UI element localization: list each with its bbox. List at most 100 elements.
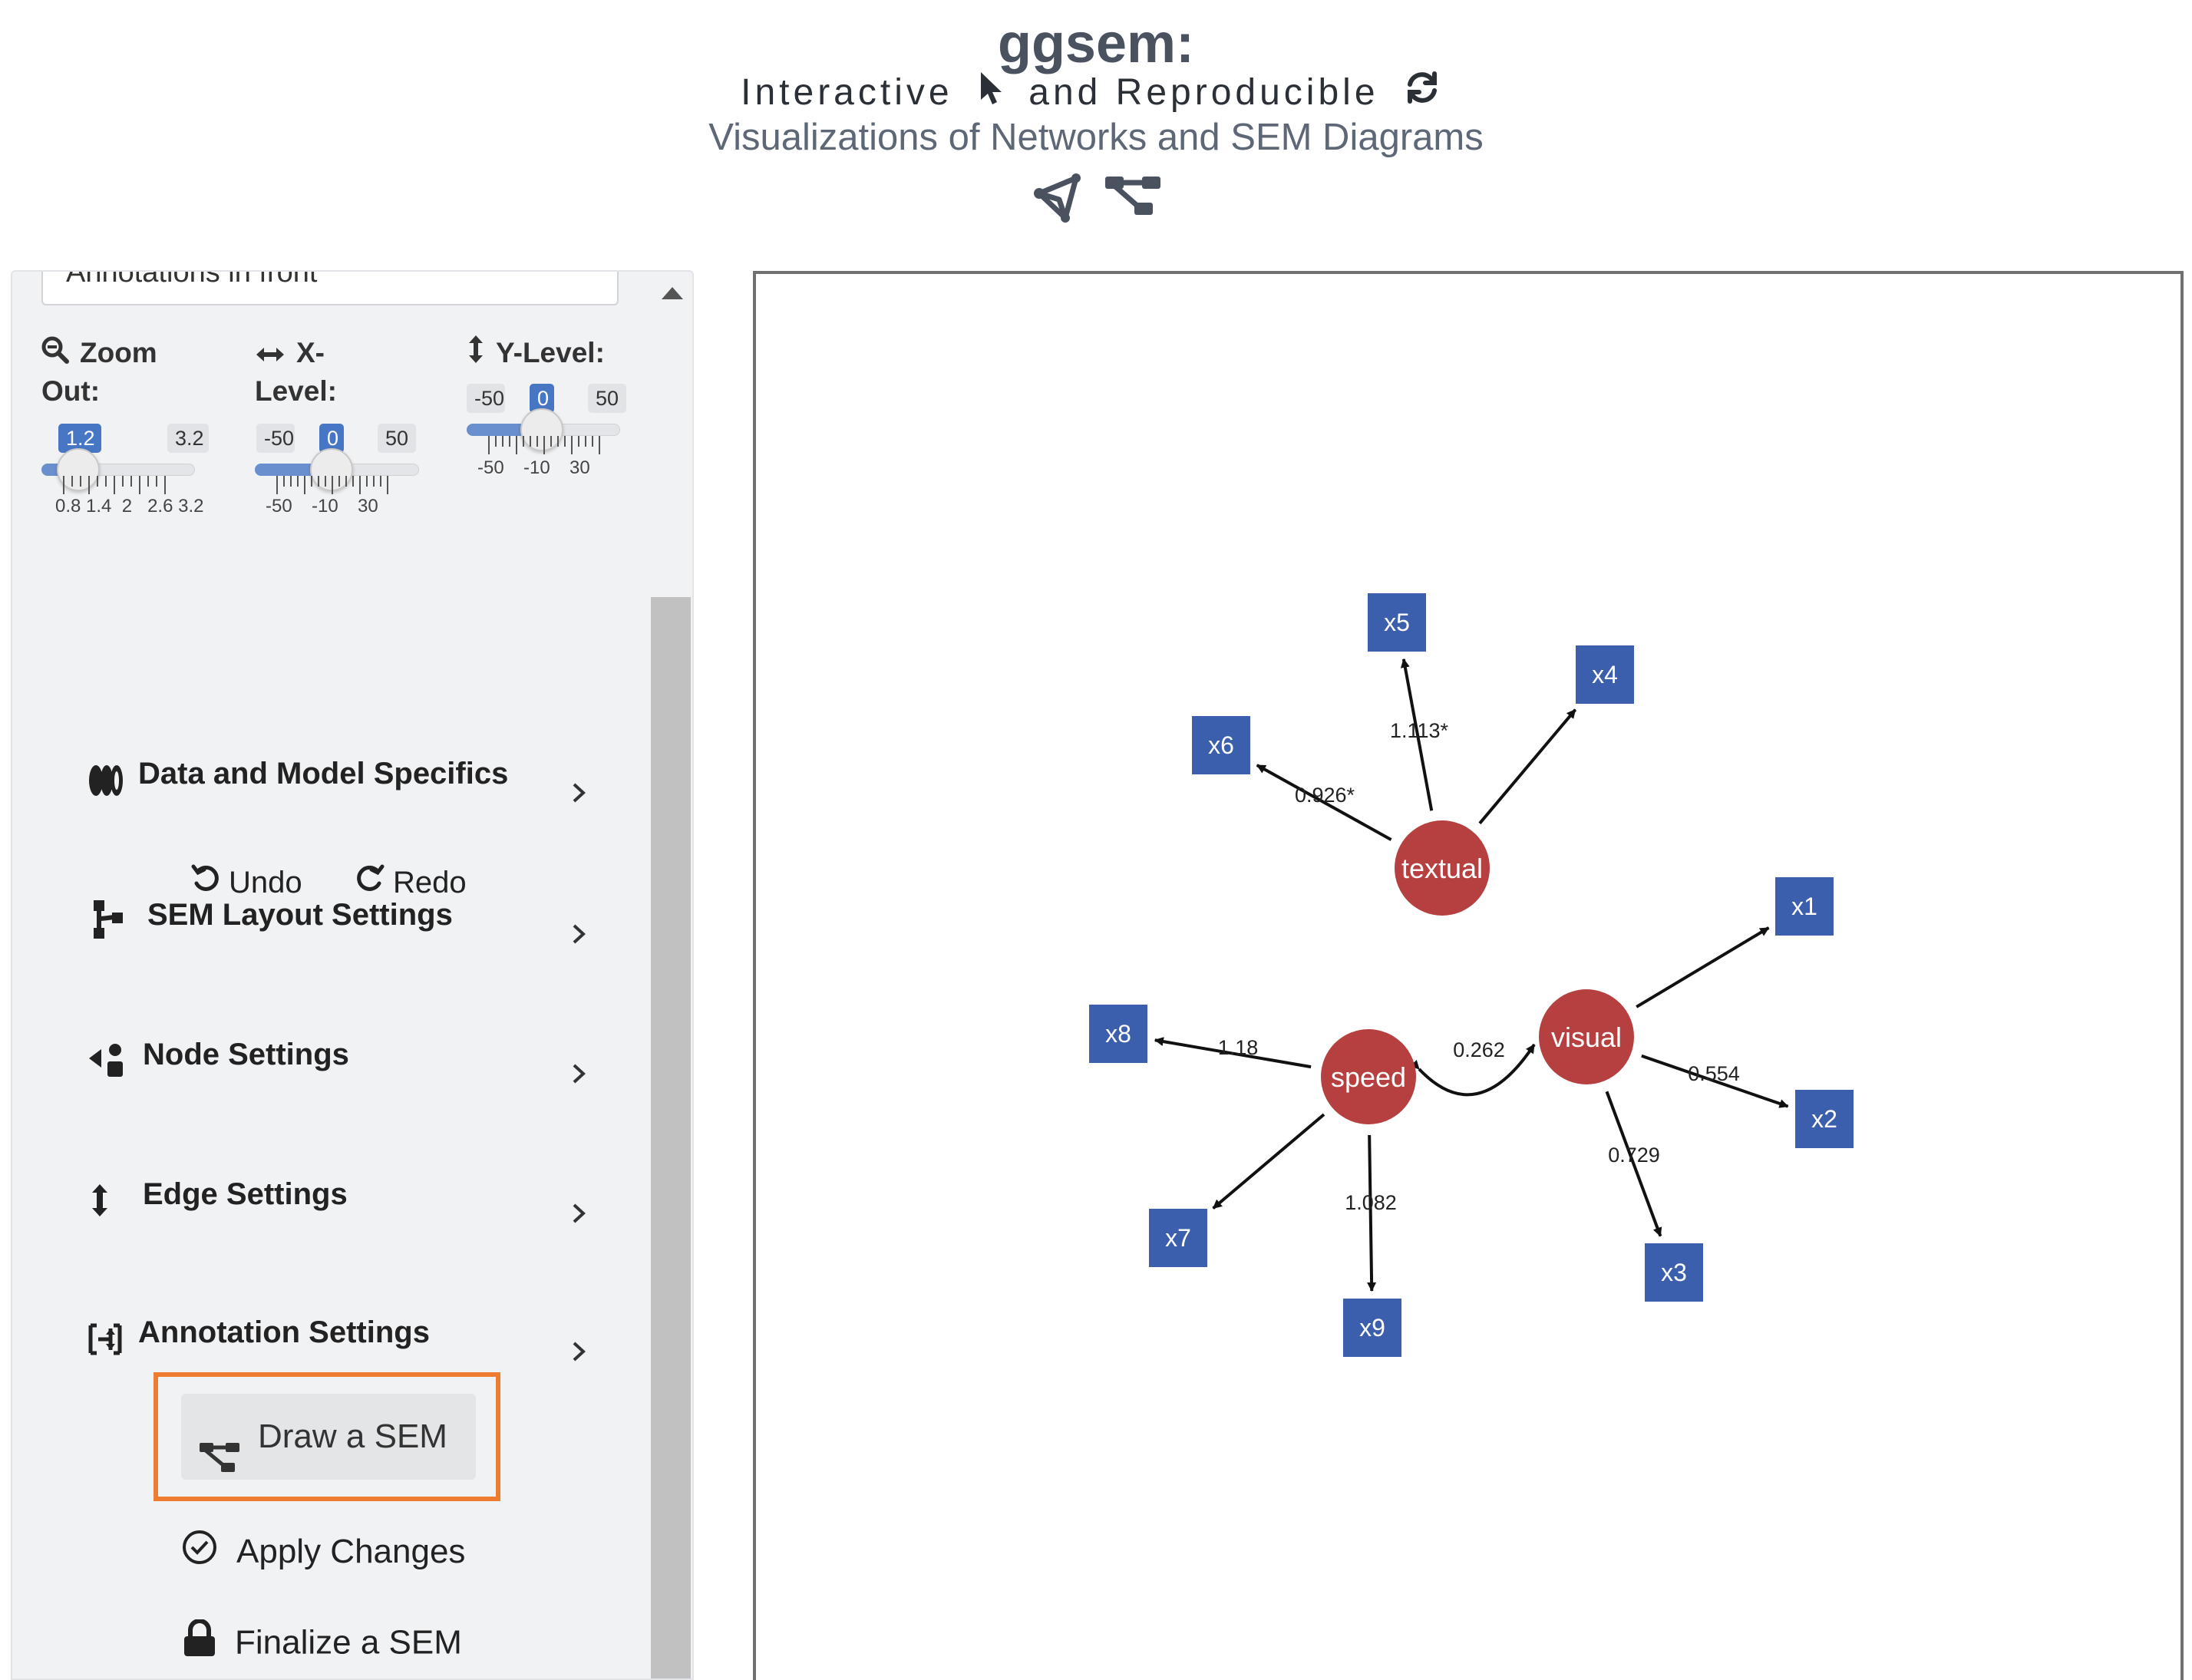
sem-plot-panel[interactable] xyxy=(753,271,2184,1680)
redo-label: Redo xyxy=(393,866,467,899)
latent-node-visual[interactable] xyxy=(1539,989,1634,1084)
loading-edge-visual-x3 xyxy=(1605,1091,1662,1237)
latent-node-textual[interactable] xyxy=(1395,820,1490,916)
y-level-value-pill: 0 xyxy=(530,384,554,413)
y-level-handle[interactable] xyxy=(520,408,563,451)
apply-changes-label: Apply Changes xyxy=(236,1533,466,1570)
observed-node-x5[interactable] xyxy=(1368,593,1426,652)
observed-node-label: x3 xyxy=(1661,1259,1687,1286)
section-annotation-settings[interactable]: Annotation Settings xyxy=(77,1302,614,1363)
zoom-label-line2: Out: xyxy=(41,375,101,407)
draw-sem-button[interactable]: Draw a SEM xyxy=(181,1394,476,1480)
observed-node-x1[interactable] xyxy=(1775,877,1834,936)
zoom-ticks xyxy=(63,476,186,496)
scroll-up-arrow[interactable] xyxy=(662,287,683,299)
section-label: Node Settings xyxy=(143,1038,349,1071)
x-level-ticks xyxy=(276,476,407,496)
chevron-right-icon xyxy=(568,763,589,803)
latent-node-label: visual xyxy=(1551,1022,1622,1053)
y-level-slider-block: Y-Level: -50 0 50 -50 -10 30 xyxy=(467,333,651,502)
zoom-tick-labels: 0.8 1.4 2 2.6 3.2 xyxy=(55,496,204,517)
chevron-right-icon xyxy=(568,1183,589,1223)
edge-estimate-label: 1.082 xyxy=(1345,1191,1397,1214)
observed-node-x9[interactable] xyxy=(1343,1299,1401,1357)
x-level-max-pill: 50 xyxy=(378,424,416,453)
x-level-tick-high: 30 xyxy=(358,496,378,517)
observed-node-x7[interactable] xyxy=(1149,1209,1207,1267)
layer-order-select[interactable]: Annotations in front xyxy=(41,272,619,305)
layout-icon xyxy=(87,898,126,939)
draw-sem-highlight: Draw a SEM xyxy=(154,1372,500,1501)
loading-edge-textual-x4 xyxy=(1478,708,1577,825)
section-sem-layout-settings[interactable]: SEM Layout Settings xyxy=(77,884,614,946)
y-level-max-pill: 50 xyxy=(588,384,626,413)
redo-button[interactable]: Redo xyxy=(355,861,467,906)
check-circle-icon xyxy=(181,1529,218,1578)
text-resize-icon xyxy=(87,1315,126,1355)
section-node-settings[interactable]: Node Settings xyxy=(77,1024,614,1085)
tagline-interactive: Interactive xyxy=(741,72,953,113)
zoom-value-pill: 1.2 xyxy=(58,424,101,453)
section-data-model-specifics[interactable]: Data and Model Specifics xyxy=(77,743,614,804)
refresh-icon xyxy=(1404,69,1441,120)
loading-edge-visual-x1 xyxy=(1636,926,1770,1008)
y-level-tick-min: -50 xyxy=(477,457,504,478)
x-level-label-line2: Level: xyxy=(255,375,337,407)
x-level-value-pill: 0 xyxy=(319,424,344,453)
app-header: ggsem: Interactive and Reproducible Visu… xyxy=(0,0,2192,253)
zoom-label-line1: Zoom xyxy=(80,337,157,368)
y-level-label: Y-Level: xyxy=(467,333,605,375)
x-level-label: X- xyxy=(255,333,325,375)
observed-node-label: x8 xyxy=(1105,1020,1131,1048)
observed-node-x4[interactable] xyxy=(1576,645,1634,704)
x-level-label-line1: X- xyxy=(296,337,325,368)
undo-label: Undo xyxy=(229,866,302,899)
observed-node-label: x9 xyxy=(1359,1314,1385,1342)
sidebar-scrollbar[interactable] xyxy=(651,597,691,1678)
undo-button[interactable]: Undo xyxy=(190,861,302,906)
observed-node-label: x1 xyxy=(1791,893,1817,920)
zoom-out-icon xyxy=(41,335,69,375)
section-label: Data and Model Specifics xyxy=(138,757,509,790)
section-label: Edge Settings xyxy=(143,1177,348,1211)
chevron-right-icon xyxy=(568,1044,589,1084)
latent-node-label: speed xyxy=(1331,1061,1406,1093)
loading-edge-speed-x9 xyxy=(1367,1134,1377,1292)
section-edge-settings[interactable]: Edge Settings xyxy=(77,1163,614,1225)
app-tagline: Interactive and Reproducible xyxy=(0,68,2192,120)
app-title: ggsem: xyxy=(997,13,1195,74)
database-icon xyxy=(87,757,126,796)
x-level-slider-block: X- Level: -50 0 50 -50 -10 30 xyxy=(255,333,439,533)
arrows-horizontal-icon xyxy=(255,335,286,375)
section-label: Annotation Settings xyxy=(138,1315,430,1349)
finalize-sem-label: Finalize a SEM xyxy=(235,1623,462,1662)
sem-diagram-icon xyxy=(1104,173,1162,223)
lock-icon xyxy=(183,1619,216,1670)
loading-edge-speed-x8 xyxy=(1154,1037,1312,1069)
loading-edge-textual-x5 xyxy=(1400,658,1434,811)
observed-node-x3[interactable] xyxy=(1645,1243,1703,1302)
redo-icon xyxy=(355,863,385,906)
edge-estimate-label: 0.262 xyxy=(1453,1038,1505,1061)
arrows-vertical-icon xyxy=(467,334,485,375)
loading-edge-textual-x6 xyxy=(1256,764,1392,841)
observed-node-label: x4 xyxy=(1592,661,1618,688)
observed-node-x6[interactable] xyxy=(1192,716,1250,774)
y-level-ticks xyxy=(488,436,611,456)
y-level-tick-high: 30 xyxy=(569,457,590,478)
undo-icon xyxy=(190,863,221,906)
apply-changes-button[interactable]: Apply Changes xyxy=(181,1529,465,1578)
finalize-sem-button[interactable]: Finalize a SEM xyxy=(183,1619,462,1670)
observed-node-x8[interactable] xyxy=(1089,1005,1147,1063)
sem-diagram-icon xyxy=(198,1421,241,1507)
edge-estimate-label: 0.554 xyxy=(1688,1062,1740,1085)
y-level-tick-mid: -10 xyxy=(523,457,550,478)
zoom-label: Zoom xyxy=(41,333,157,375)
latent-node-speed[interactable] xyxy=(1321,1029,1416,1124)
arrows-vertical-icon xyxy=(87,1177,126,1216)
section-label: SEM Layout Settings xyxy=(147,898,453,932)
observed-node-x2[interactable] xyxy=(1795,1090,1854,1148)
observed-node-label: x6 xyxy=(1208,731,1234,759)
draw-sem-label: Draw a SEM xyxy=(258,1418,447,1455)
